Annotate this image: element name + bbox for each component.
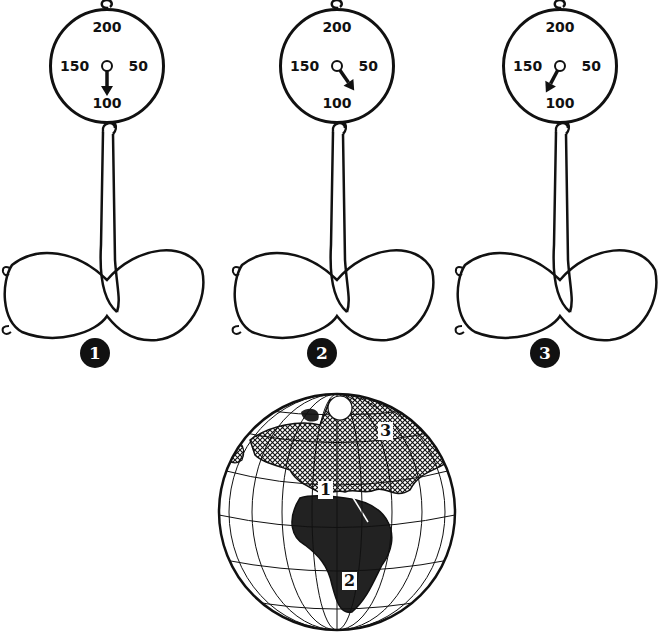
dial-number: 150: [60, 59, 89, 73]
map-number: 2: [342, 572, 357, 590]
callout-text: 3: [539, 343, 551, 363]
callout-number: 3: [530, 338, 560, 368]
callout-number: 1: [80, 338, 110, 368]
dial-number: 200: [322, 20, 351, 34]
callout-text: 2: [316, 343, 328, 363]
callout-text: 1: [89, 343, 101, 363]
dial-number: 150: [513, 59, 542, 73]
dial-number: 50: [582, 59, 601, 73]
dial-number: 50: [359, 59, 378, 73]
dial-number: 100: [322, 96, 351, 110]
scale-dial: 200 150 50 100: [279, 8, 395, 124]
dial-number: 200: [545, 20, 574, 34]
scale-dial: 200 150 50 100: [49, 8, 165, 124]
dial-number: 50: [129, 59, 148, 73]
callout-number: 2: [307, 338, 337, 368]
map-number: 3: [378, 422, 393, 440]
scale-dial: 200 150 50 100: [502, 8, 618, 124]
dial-number: 150: [290, 59, 319, 73]
dial-number: 200: [92, 20, 121, 34]
map-number: 1: [318, 481, 333, 499]
dial-number: 100: [92, 96, 121, 110]
dial-number: 100: [545, 96, 574, 110]
